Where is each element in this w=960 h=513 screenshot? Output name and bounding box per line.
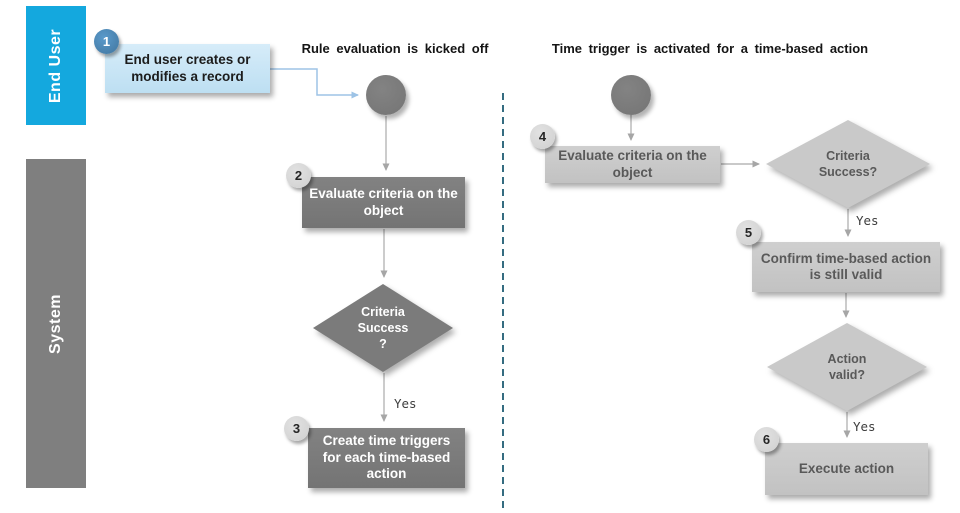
yes-label-left: Yes: [394, 396, 417, 411]
decision-criteria-success-right: Criteria Success?: [766, 120, 930, 208]
decision-right1-line2: Success?: [818, 165, 878, 179]
step-badge-1: 1: [94, 29, 119, 54]
connector-step1-to-start: [270, 68, 359, 99]
step-badge-2: 2: [286, 163, 311, 188]
step5-box: Confirm time-based action is still valid: [752, 242, 940, 292]
step-badge-4: 4: [530, 124, 555, 149]
step2-label: Evaluate criteria on the object: [309, 186, 458, 218]
step3-box: Create time triggers for each time-based…: [308, 428, 465, 488]
flow-title-rule-evaluation: Rule evaluation is kicked off: [301, 41, 489, 56]
decision-right2-line2: valid?: [828, 368, 866, 382]
start-node-right: [611, 75, 651, 115]
step1-label: End user creates or modifies a record: [124, 52, 251, 84]
start-node-left: [366, 75, 406, 115]
step-badge-6: 6: [754, 427, 779, 452]
step5-label: Confirm time-based action is still valid: [760, 250, 932, 282]
swimlane-system: System: [26, 159, 86, 488]
decision-left-line1: Criteria: [361, 304, 405, 319]
decision-left-line3: ?: [379, 337, 387, 352]
step1-box: End user creates or modifies a record: [105, 44, 270, 93]
decision-left-line2: Success: [357, 320, 409, 335]
decision-criteria-success-left: Criteria Success ?: [313, 284, 453, 372]
step6-box: Execute action: [765, 443, 928, 495]
step6-label: Execute action: [798, 460, 895, 476]
step-badge-5: 5: [736, 220, 761, 245]
swimlane-end-user: End User: [26, 6, 86, 125]
decision-action-valid: Action valid?: [767, 323, 927, 411]
step3-label: Create time triggers for each time-based…: [322, 433, 451, 482]
decision-right2-line1: Action: [827, 351, 867, 366]
decision-right1-line1: Criteria: [826, 148, 870, 163]
yes-label-right2: Yes: [853, 419, 876, 434]
step4-box: Evaluate criteria on the object: [545, 146, 720, 183]
step-badge-3: 3: [284, 416, 309, 441]
flow-title-time-trigger: Time trigger is activated for a time-bas…: [551, 41, 869, 56]
step2-box: Evaluate criteria on the object: [302, 177, 465, 228]
step4-label: Evaluate criteria on the object: [558, 148, 707, 180]
yes-label-right1: Yes: [856, 213, 879, 228]
